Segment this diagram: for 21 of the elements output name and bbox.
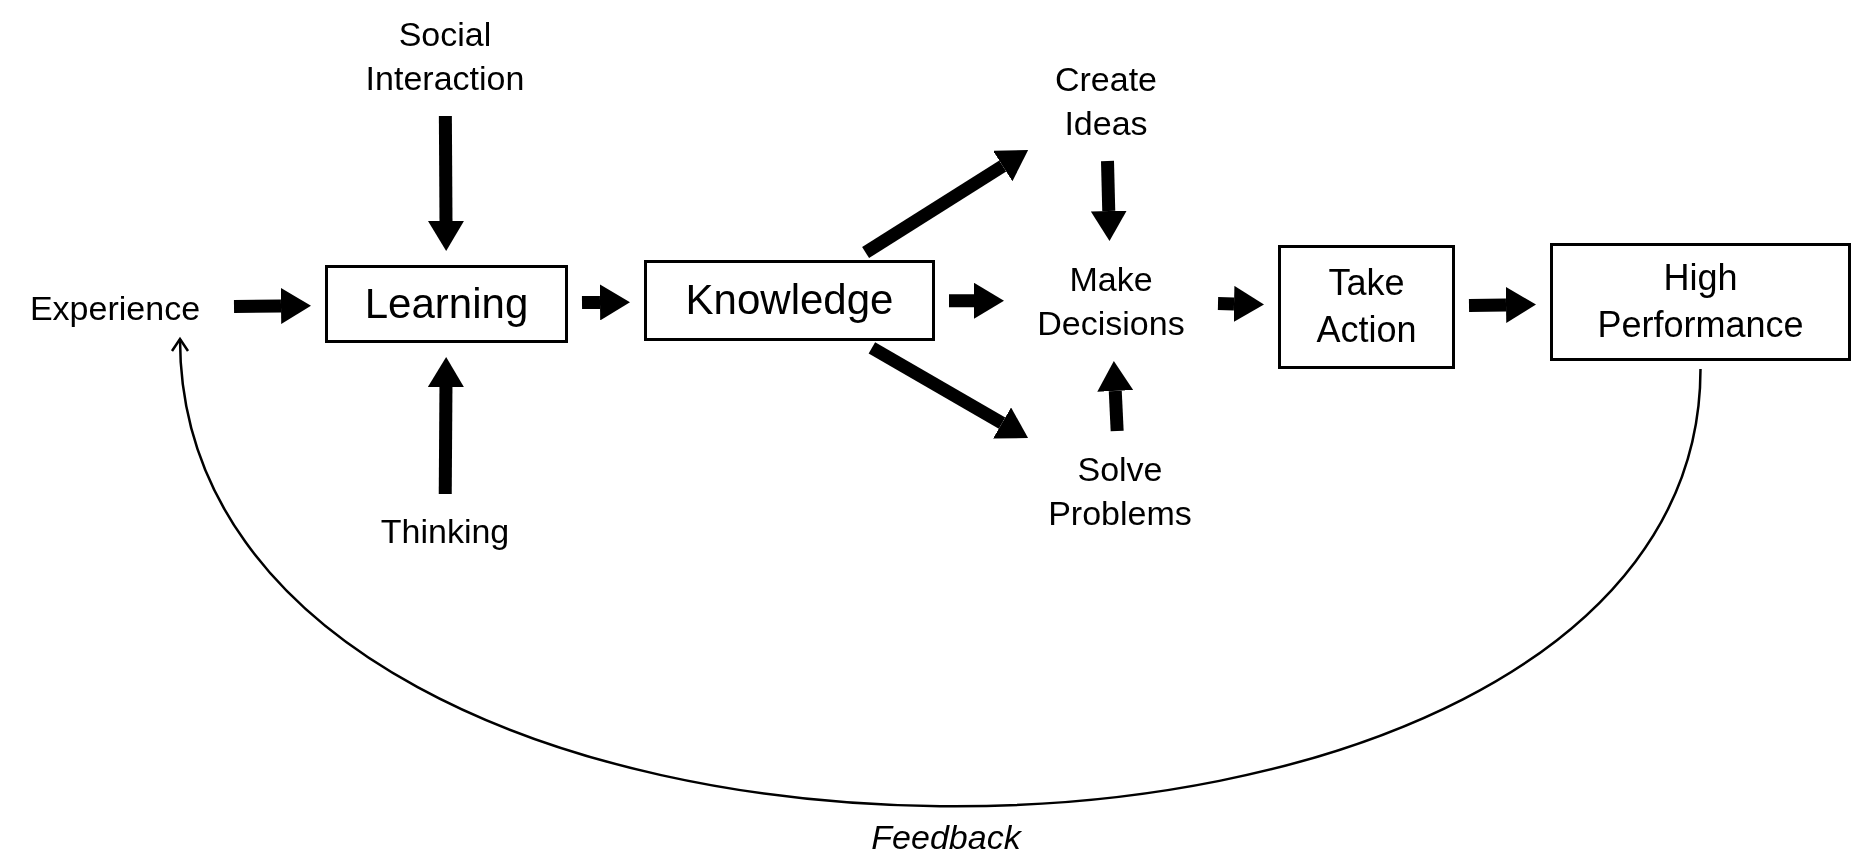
process-box: High Performance (1550, 243, 1851, 361)
block-arrow (427, 357, 464, 495)
block-arrow (1468, 286, 1536, 323)
node-label: Solve Problems (1028, 445, 1212, 537)
block-arrow (581, 284, 630, 321)
block-arrow (1090, 160, 1127, 241)
process-box: Knowledge (644, 260, 935, 341)
node-label: Thinking (365, 508, 525, 554)
block-arrow (233, 288, 311, 324)
block-arrow (1217, 285, 1264, 322)
process-box: Learning (325, 265, 568, 343)
process-box: Take Action (1278, 245, 1455, 369)
block-arrow (868, 342, 1029, 439)
block-arrow (1097, 361, 1134, 432)
block-arrow (949, 282, 1004, 319)
node-label: Make Decisions (1018, 255, 1204, 347)
block-arrow (428, 115, 464, 251)
node-label: Experience (10, 285, 220, 331)
block-arrow (862, 150, 1029, 259)
node-label: Social Interaction (340, 10, 550, 102)
node-label: Create Ideas (1040, 55, 1172, 147)
